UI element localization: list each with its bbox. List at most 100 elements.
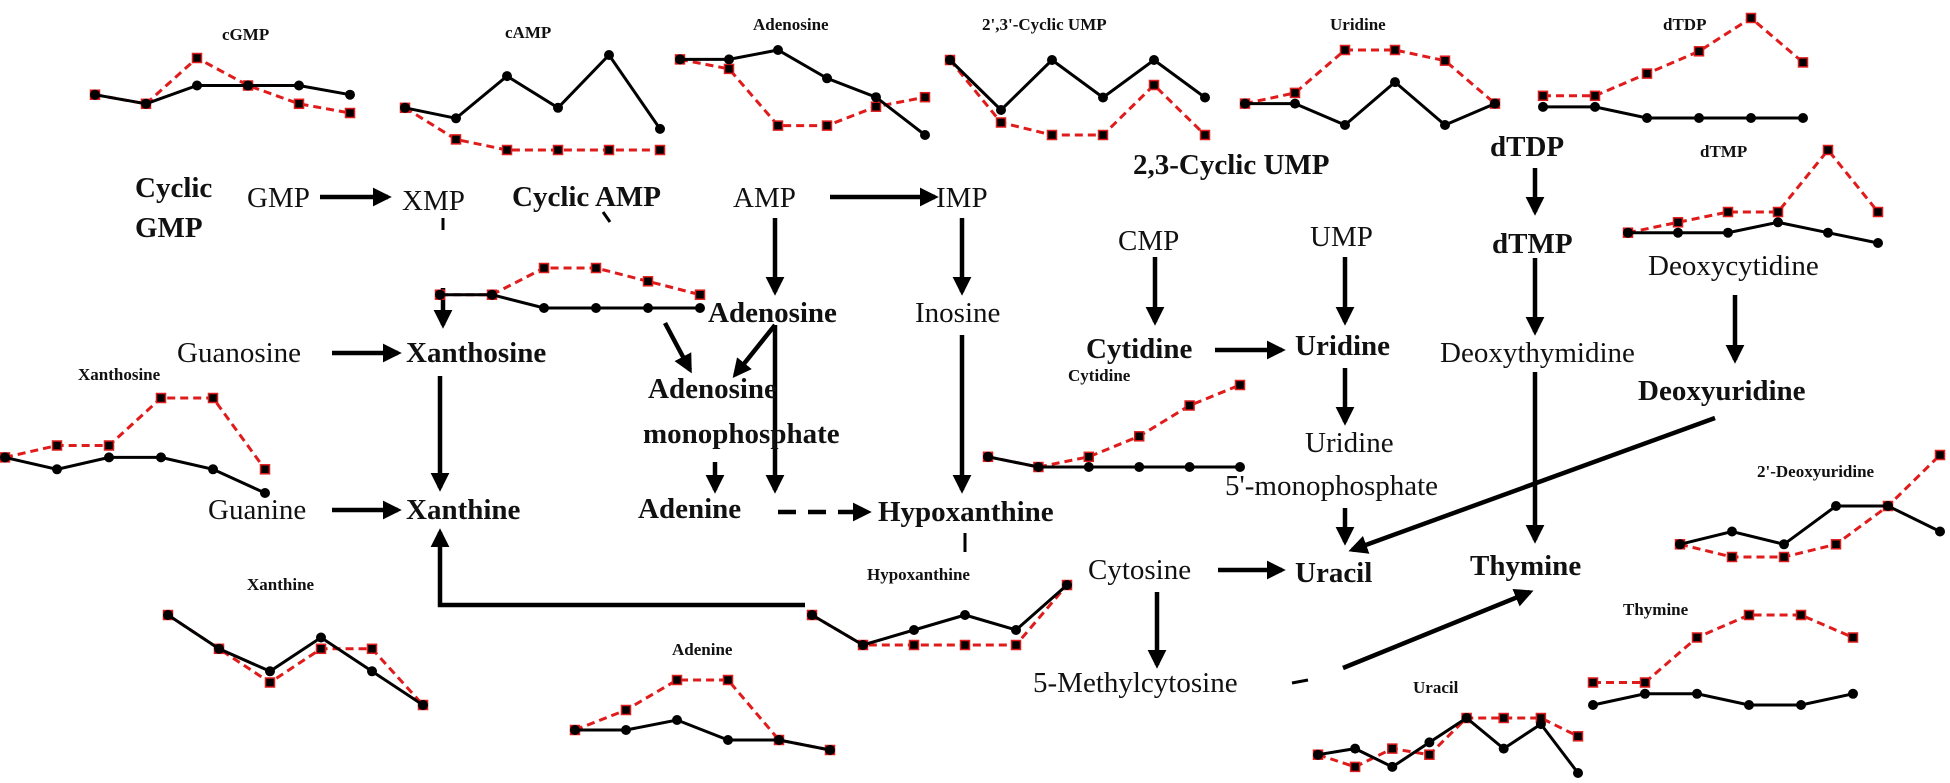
node-xmp: XMP bbox=[402, 185, 465, 217]
mini-chart-title: cAMP bbox=[505, 23, 551, 42]
node-adenine: Adenine bbox=[638, 493, 741, 525]
mini-chart-2-deoxyuridine: 2'-Deoxyuridine bbox=[1674, 449, 1946, 563]
mini-chart-title: Xanthine bbox=[247, 575, 315, 594]
mini-chart-2-3-cyclic-ump: 2',3'-Cyclic UMP bbox=[944, 15, 1211, 141]
data-point-control bbox=[945, 55, 955, 65]
data-point-treated bbox=[1289, 87, 1301, 99]
series-line-treated bbox=[440, 266, 701, 297]
data-point-control bbox=[553, 102, 563, 113]
series-line-control bbox=[1317, 716, 1580, 774]
series-line-control bbox=[811, 583, 1068, 647]
data-point-treated bbox=[620, 704, 632, 716]
data-point-control bbox=[214, 643, 224, 654]
data-point-treated bbox=[1745, 12, 1757, 24]
arrow-hypoxanthine-xanthine bbox=[430, 528, 805, 608]
node-uridine-mp-line2: 5'-monophosphate bbox=[1225, 470, 1438, 502]
data-point-control bbox=[807, 610, 817, 620]
data-point-treated bbox=[1726, 551, 1738, 563]
data-point-treated bbox=[1822, 144, 1834, 156]
series-line-control bbox=[987, 455, 1240, 469]
node-thymine: Thymine bbox=[1470, 550, 1581, 582]
data-point-control bbox=[156, 452, 166, 463]
node-cmp: CMP bbox=[1118, 225, 1179, 257]
data-point-control bbox=[1727, 526, 1737, 537]
data-point-treated bbox=[1349, 761, 1361, 773]
mini-chart-cgmp: cGMP bbox=[89, 25, 356, 119]
mini-chart-title: Hypoxanthine bbox=[867, 565, 970, 584]
data-point-control bbox=[1424, 737, 1435, 748]
data-point-control bbox=[983, 451, 993, 462]
mini-chart-xanthosine: Xanthosine bbox=[0, 365, 271, 498]
mini-chart-title: Thymine bbox=[1623, 600, 1689, 619]
data-point-treated bbox=[1934, 449, 1946, 461]
data-point-treated bbox=[870, 101, 882, 112]
mini-chart-title: dTMP bbox=[1700, 142, 1747, 161]
data-point-control bbox=[1935, 526, 1945, 537]
data-point-treated bbox=[1339, 44, 1351, 56]
data-point-control bbox=[1184, 462, 1195, 472]
mini-chart-cytidine: Cytidine bbox=[982, 366, 1246, 473]
data-point-control bbox=[1538, 101, 1548, 112]
data-point-control bbox=[723, 735, 733, 745]
data-point-control bbox=[502, 71, 512, 82]
series-line-treated bbox=[811, 584, 1069, 647]
data-point-control bbox=[52, 464, 62, 475]
data-point-treated bbox=[1424, 749, 1435, 760]
data-point-treated bbox=[1097, 129, 1109, 141]
data-point-treated bbox=[995, 117, 1007, 128]
data-point-treated bbox=[1693, 46, 1705, 57]
data-point-control bbox=[1590, 101, 1600, 112]
data-point-treated bbox=[315, 643, 327, 655]
mini-chart-title: Xanthosine bbox=[78, 365, 161, 384]
data-point-control bbox=[90, 89, 100, 100]
data-point-control bbox=[104, 452, 114, 463]
node-cytidine: Cytidine bbox=[1086, 333, 1192, 365]
node-uridine-mp-line1: Uridine bbox=[1305, 427, 1394, 459]
data-point-control bbox=[1746, 113, 1756, 123]
data-point-control bbox=[539, 303, 549, 313]
data-point-control bbox=[675, 54, 685, 65]
node-cytosine: Cytosine bbox=[1088, 554, 1191, 586]
data-point-treated bbox=[1587, 677, 1599, 688]
data-point-control bbox=[1313, 749, 1323, 760]
series-line-treated bbox=[987, 383, 1241, 469]
data-point-treated bbox=[772, 120, 784, 131]
node-inosine: Inosine bbox=[915, 297, 1000, 329]
data-point-control bbox=[695, 303, 705, 313]
data-point-control bbox=[1744, 700, 1754, 710]
data-point-treated bbox=[155, 392, 167, 404]
node-deoxycytidine: Deoxycytidine bbox=[1648, 250, 1819, 282]
data-point-treated bbox=[722, 674, 734, 686]
data-point-control bbox=[871, 92, 881, 103]
node-guanosine: Guanosine bbox=[177, 337, 301, 369]
data-point-control bbox=[141, 98, 151, 109]
series-line-control bbox=[948, 58, 1206, 113]
data-point-treated bbox=[1778, 551, 1790, 563]
data-point-treated bbox=[654, 144, 666, 156]
data-point-treated bbox=[1439, 55, 1451, 66]
data-point-treated bbox=[1133, 431, 1145, 442]
data-point-treated bbox=[259, 464, 271, 475]
data-point-treated bbox=[1498, 712, 1509, 724]
series-line-control bbox=[4, 455, 266, 495]
data-point-treated bbox=[1537, 90, 1549, 102]
data-point-control bbox=[208, 464, 218, 475]
data-point-control bbox=[1883, 501, 1893, 511]
node-adenosine: Adenosine bbox=[708, 297, 837, 329]
arrow-cyclic-amp-adenosine-mp bbox=[663, 321, 692, 374]
node-gmp: GMP bbox=[247, 182, 310, 214]
data-point-treated bbox=[723, 63, 735, 75]
mini-chart-uracil: Uracil bbox=[1312, 678, 1584, 778]
arrow-methylcytosine-thymine bbox=[1342, 588, 1534, 671]
data-point-control bbox=[1083, 462, 1094, 472]
data-point-treated bbox=[1234, 379, 1246, 391]
data-point-control bbox=[243, 80, 253, 91]
data-point-treated bbox=[1830, 539, 1842, 550]
data-point-treated bbox=[590, 262, 602, 274]
mini-chart-uridine: Uridine bbox=[1239, 15, 1501, 130]
series-line-treated bbox=[167, 613, 425, 707]
tick-methylcytosine bbox=[1291, 678, 1309, 685]
data-point-control bbox=[1848, 688, 1858, 699]
series-line-control bbox=[575, 718, 831, 752]
series-line-control bbox=[1245, 80, 1496, 127]
